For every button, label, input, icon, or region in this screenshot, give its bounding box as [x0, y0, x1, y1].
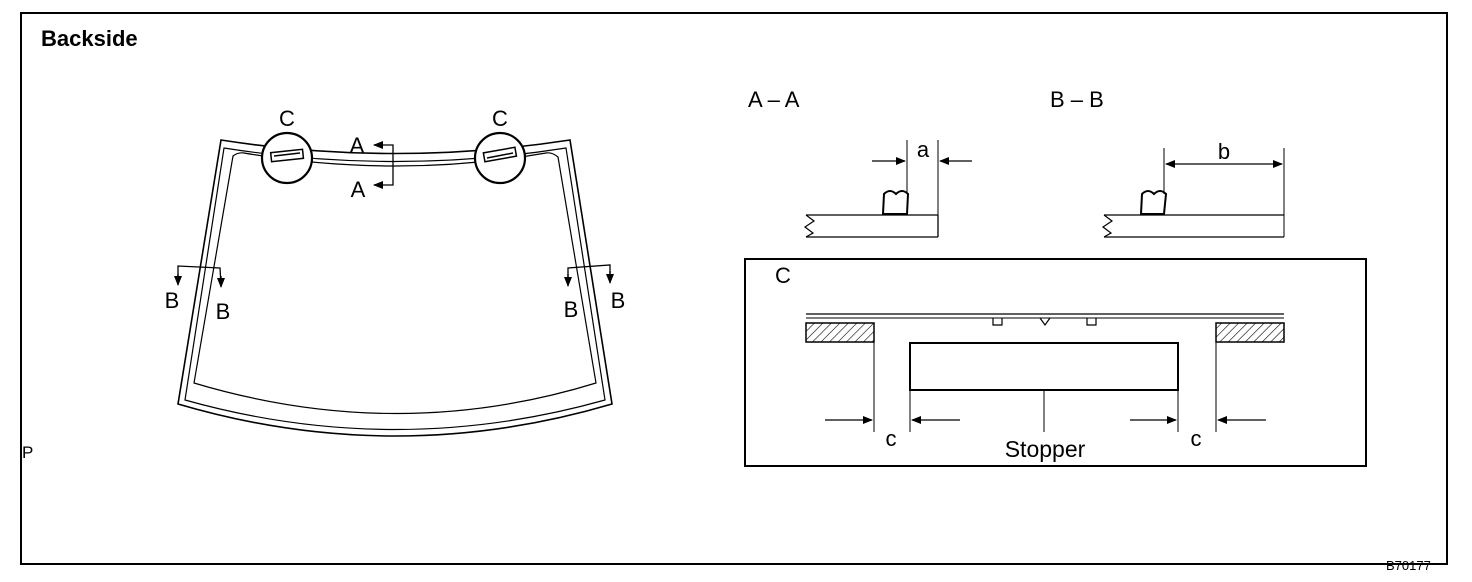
section-a-label-bottom: A — [351, 177, 366, 202]
dimension-c-label-right: c — [1191, 426, 1202, 451]
section-a-drawing — [803, 140, 972, 238]
circle-label-left: C — [279, 106, 295, 131]
detail-c-circle-right — [473, 131, 527, 185]
detail-c-circle-left — [260, 131, 314, 185]
dimension-a-label: a — [917, 137, 930, 162]
windshield-outer-edge — [177, 139, 613, 437]
windshield-molding-line — [193, 152, 597, 415]
diagram-title: Backside — [41, 26, 138, 51]
detail-c-title: C — [775, 263, 791, 288]
section-b-label-right-2: B — [611, 288, 626, 313]
corner-mark: P — [22, 443, 34, 462]
section-b-label-left-2: B — [216, 299, 231, 324]
section-a-indicator — [373, 141, 394, 189]
dimension-c-label-left: c — [886, 426, 897, 451]
section-a-title: A – A — [748, 87, 800, 112]
detail-c-drawing — [805, 313, 1285, 432]
windshield — [177, 139, 613, 437]
section-b-drawing — [1101, 148, 1285, 238]
circle-label-right: C — [492, 106, 508, 131]
section-a-label-top: A — [350, 133, 365, 158]
stopper-label: Stopper — [1005, 436, 1086, 462]
windshield-inner-edge — [184, 147, 606, 431]
section-b-label-left-1: B — [165, 288, 180, 313]
section-b-indicator-right — [564, 264, 614, 287]
section-b-title: B – B — [1050, 87, 1104, 112]
diagram-frame — [20, 12, 1448, 565]
dimension-b-label: b — [1218, 139, 1230, 164]
section-b-indicator-left — [174, 265, 225, 288]
figure-code: B70177 — [1386, 558, 1431, 573]
detail-c-box — [744, 258, 1367, 467]
section-b-label-right-1: B — [564, 297, 579, 322]
